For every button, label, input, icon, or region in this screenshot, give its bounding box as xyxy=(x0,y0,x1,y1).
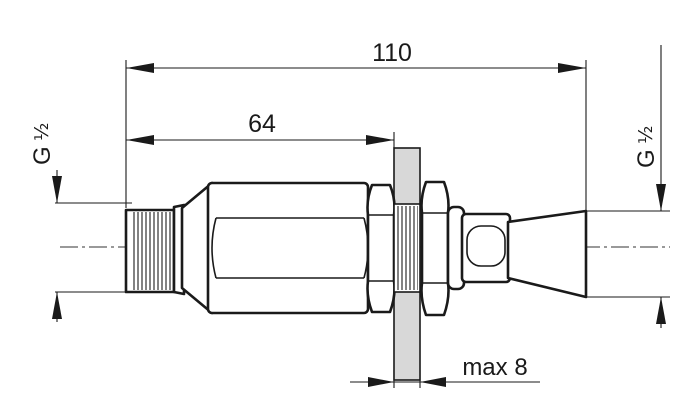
arrowhead xyxy=(656,184,666,211)
dimension-text-panel: max 8 xyxy=(462,354,527,381)
arrowhead xyxy=(558,63,586,73)
nut-right xyxy=(420,180,450,317)
dimension-text-overall: 110 xyxy=(372,39,412,67)
thread-label-left-fraction: ½ xyxy=(31,123,53,141)
valve-body xyxy=(446,205,512,291)
arrowhead xyxy=(366,135,394,145)
arrowhead xyxy=(126,135,154,145)
arrowhead xyxy=(52,292,62,319)
arrowhead xyxy=(368,377,394,387)
dimension-overall-length: 110 xyxy=(126,39,586,73)
dimension-thread-right: G ½ xyxy=(633,45,666,328)
outlet-taper xyxy=(506,209,588,299)
threaded-end-left xyxy=(124,203,186,296)
dimension-text-nut: 64 xyxy=(248,110,276,138)
dimension-nut-length: 64 xyxy=(126,110,394,145)
hex-body xyxy=(206,181,370,315)
arrowhead xyxy=(52,176,62,203)
dimension-thread-left: G ½ xyxy=(29,123,62,322)
arrowhead xyxy=(126,63,154,73)
thread-label-left-letter: G xyxy=(29,146,56,165)
nut-left xyxy=(366,183,396,314)
dimension-panel-thickness: max 8 xyxy=(350,354,540,387)
arrowhead xyxy=(656,297,666,324)
thread-label-right-fraction: ½ xyxy=(635,126,657,144)
thread-label-right-letter: G xyxy=(633,149,660,168)
arrowhead xyxy=(420,377,446,387)
panel-thread xyxy=(393,203,421,293)
